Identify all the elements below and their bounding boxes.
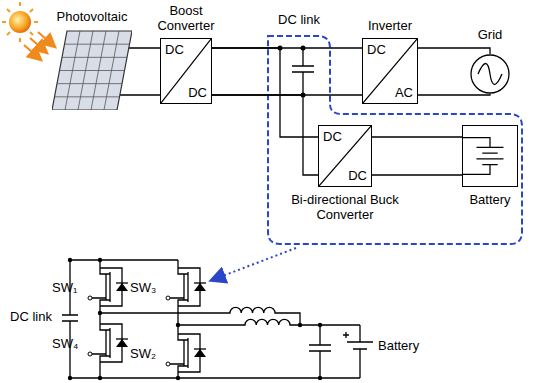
switch-label: SW₂ — [130, 346, 156, 361]
converter-schematic — [62, 260, 373, 378]
port-label: DC — [367, 42, 386, 57]
battery-symbol — [463, 138, 504, 175]
sun-icon — [2, 2, 54, 59]
switch-label: SW₁ — [52, 280, 77, 295]
port-label: DC — [165, 42, 184, 57]
node-heading: Inverter — [350, 18, 430, 33]
port-label: DC — [323, 129, 342, 144]
junction-dots — [278, 46, 306, 98]
pv-graphic — [52, 30, 132, 110]
mosfet-switches — [88, 264, 206, 376]
grid-graphic — [470, 54, 510, 94]
node-heading: Photovoltaic — [37, 9, 147, 24]
port-label: AC — [395, 85, 413, 100]
grid-symbol: Grid — [470, 54, 510, 94]
battery-box: Battery — [462, 125, 518, 187]
converter-box: Boost ConverterDCDC — [160, 38, 212, 104]
schematic-dots — [68, 258, 322, 380]
bus-label: DC link — [278, 12, 320, 27]
node-heading: Bi-directional Buck Converter — [280, 192, 410, 222]
node-heading: Grid — [460, 27, 520, 42]
battery-label: Battery — [378, 338, 419, 353]
dc-link-capacitor — [292, 48, 314, 95]
panel-surface — [52, 31, 132, 110]
node-heading: Boost Converter — [146, 3, 226, 33]
switch-label: SW₄ — [52, 336, 78, 351]
solar-panel: Photovoltaic — [52, 30, 132, 110]
grid-circle — [471, 55, 509, 93]
diagonal-line — [319, 126, 371, 186]
sine-wave — [478, 64, 502, 85]
dc-link-region — [268, 36, 522, 244]
wire-connector — [212, 48, 362, 95]
port-label: DC — [348, 168, 367, 183]
port-label: DC — [188, 85, 207, 100]
switch-label: SW₃ — [130, 280, 156, 295]
wire-connector — [212, 48, 318, 175]
callout-arrow — [212, 248, 296, 280]
bus-label: DC link — [10, 309, 52, 324]
inverter-box: InverterDCAC — [362, 38, 418, 104]
converter-box: DCDCBi-directional Buck Converter — [318, 125, 372, 187]
diagonal-line — [161, 39, 211, 103]
node-heading: Battery — [450, 192, 530, 207]
wire-connector — [372, 137, 462, 175]
diagonal-line — [363, 39, 417, 103]
batt-graphic — [463, 126, 517, 186]
panel-cells — [55, 31, 130, 110]
